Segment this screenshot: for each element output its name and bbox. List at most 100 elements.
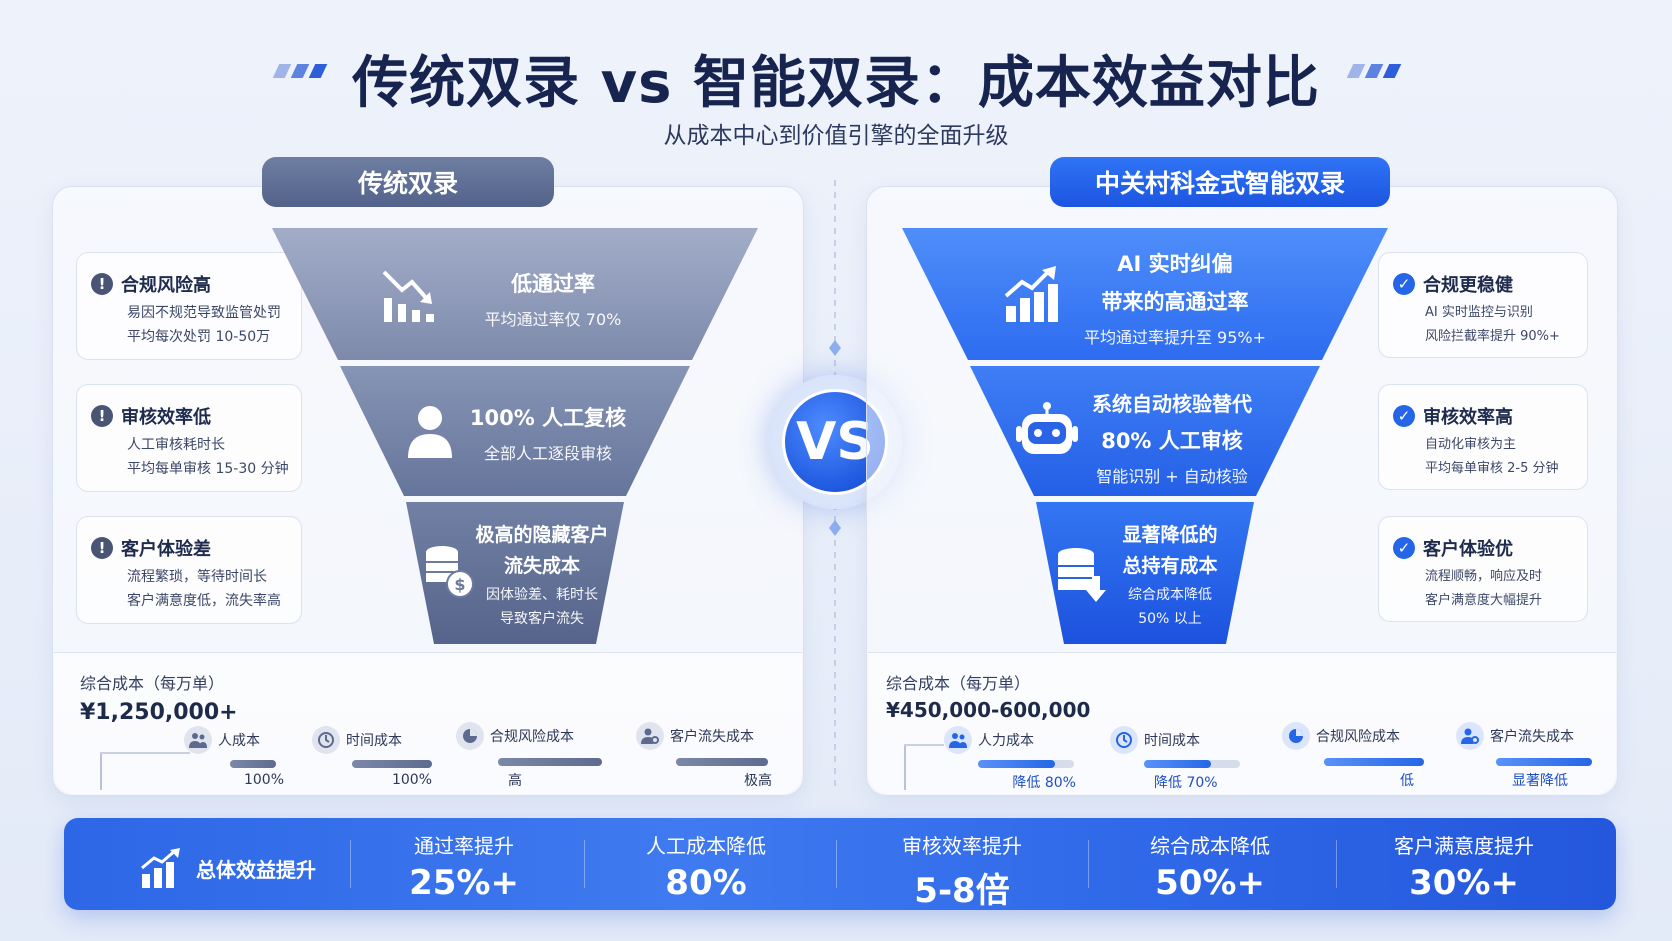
right-cost-item-1: 人力成本 降低 80% [944, 726, 1076, 792]
funnel-main: 100% 人工复核 [469, 406, 627, 430]
card-title: 客户体验差 [121, 539, 211, 560]
people-icon [944, 726, 972, 754]
cost-bar [498, 758, 602, 766]
cost-item-value: 极高 [744, 773, 772, 789]
card-line: 客户满意度低，流失率高 [127, 593, 281, 609]
left-card-efficiency: !审核效率低 人工审核耗时长 平均每单审核 15-30 分钟 [76, 384, 302, 492]
summary-divider [1336, 840, 1337, 888]
cost-item-name: 人成本 [218, 733, 260, 749]
cost-bar [1324, 758, 1424, 766]
svg-text:$: $ [454, 575, 465, 594]
cost-item-value: 100% [391, 772, 432, 788]
funnel-layer-3 [1036, 502, 1254, 644]
funnel-sub: 平均通过率仅 70% [484, 310, 622, 329]
page-title: 传统双录 vs 智能双录：成本效益对比 [352, 51, 1320, 116]
card-line: 流程顺畅，响应及时 [1425, 569, 1543, 584]
funnel-sub: 平均通过率提升至 95%+ [1083, 328, 1267, 347]
metric-satisfaction: 客户满意度提升 30%+ [1354, 830, 1574, 903]
right-card-compliance: ✓合规更稳健 AI 实时监控与识别 风险拦截率提升 90%+ [1378, 252, 1588, 358]
pie-icon [1282, 722, 1310, 750]
cost-item-name: 人力成本 [978, 733, 1034, 749]
cost-value: ¥1,250,000+ [80, 700, 238, 725]
metric-value: 30%+ [1409, 863, 1519, 903]
clock-icon [312, 726, 340, 754]
left-cost-panel [54, 652, 802, 794]
card-line: 人工审核耗时长 [127, 437, 225, 453]
exclamation-icon: ! [91, 537, 113, 559]
right-card-efficiency: ✓审核效率高 自动化审核为主 平均每单审核 2-5 分钟 [1378, 384, 1588, 490]
cost-item-value: 降低 80% [1012, 775, 1076, 791]
metric-labor-cost: 人工成本降低 80% [596, 830, 816, 903]
right-cost-item-3: 合规风险成本 低 [1282, 722, 1432, 790]
metric-review-efficiency: 审核效率提升 5-8倍 [852, 830, 1072, 912]
right-cost-item-4: 客户流失成本 显著降低 [1456, 722, 1596, 790]
right-funnel-text-2: 系统自动核验替代 80% 人工审核 智能识别 + 自动核验 [1072, 388, 1272, 487]
funnel-main: AI 实时纠偏 [1117, 252, 1233, 276]
funnel-sub: 全部人工逐段审核 [483, 444, 612, 463]
metric-value: 5-8倍 [914, 871, 1010, 911]
left-cost-item-1: 人成本 100% [184, 726, 284, 788]
check-icon: ✓ [1393, 537, 1415, 559]
funnel-layer-2 [340, 366, 690, 496]
funnel-sub: 导致客户流失 [500, 611, 584, 627]
person-icon [408, 406, 452, 458]
right-funnel-text-1: AI 实时纠偏 带来的高通过率 平均通过率提升至 95%+ [1060, 248, 1290, 348]
metric-value: 80% [665, 863, 747, 903]
cost-connector-h [904, 744, 944, 746]
vs-diamond-top [829, 340, 841, 356]
cost-bar [978, 760, 1074, 768]
cost-bar [1496, 758, 1592, 766]
card-line: 流程繁琐，等待时间长 [127, 569, 267, 585]
check-icon: ✓ [1393, 273, 1415, 295]
left-card-compliance: !合规风险高 易因不规范导致监管处罚 平均每次处罚 10-50万 [76, 252, 302, 360]
funnel-main: 带来的高通过率 [1101, 290, 1249, 314]
cost-bar [676, 758, 768, 766]
cost-item-value: 降低 70% [1154, 775, 1218, 791]
summary-divider [1088, 840, 1089, 888]
card-line: 平均每单审核 2-5 分钟 [1425, 461, 1559, 476]
card-title: 客户体验优 [1423, 539, 1513, 560]
funnel-layer-3 [406, 502, 624, 644]
chart-up-icon [1004, 266, 1058, 322]
left-funnel-text-1: 低通过率 平均通过率仅 70% [448, 268, 658, 330]
funnel-layer-1 [272, 228, 758, 360]
left-cost-item-4: 客户流失成本 极高 [636, 722, 772, 790]
cost-label: 综合成本（每万单） [886, 674, 1031, 693]
funnel-main: 显著降低的 [1122, 524, 1218, 546]
left-tab: 传统双录 [262, 157, 554, 207]
growth-chart-icon [141, 848, 180, 888]
cost-connector [904, 744, 906, 790]
card-line: 平均每次处罚 10-50万 [127, 329, 271, 345]
cost-item-name: 时间成本 [1144, 733, 1200, 749]
funnel-sub: 智能识别 + 自动核验 [1096, 467, 1248, 486]
card-title: 合规更稳健 [1423, 275, 1513, 296]
cost-connector [100, 752, 102, 790]
cost-item-value: 高 [508, 773, 522, 789]
right-funnel [902, 228, 1388, 644]
summary-headline-block: 总体效益提升 [140, 848, 316, 888]
funnel-main: 80% 人工审核 [1101, 429, 1243, 453]
cost-connector-h [100, 752, 190, 754]
user-gear-icon [1456, 722, 1484, 750]
coins-icon: $ [426, 546, 474, 598]
left-funnel-text-2: 100% 人工复核 全部人工逐段审核 [448, 402, 648, 464]
summary-divider [584, 840, 585, 888]
summary-divider [836, 840, 837, 888]
card-line: 平均每单审核 15-30 分钟 [127, 461, 289, 477]
metric-label: 人工成本降低 [646, 834, 766, 858]
metric-label: 客户满意度提升 [1394, 834, 1534, 858]
exclamation-icon: ! [91, 273, 113, 295]
right-card-experience: ✓客户体验优 流程顺畅，响应及时 客户满意度大幅提升 [1378, 516, 1588, 622]
funnel-sub: 因体验差、耗时长 [486, 587, 598, 603]
right-tab: 中关村科金式智能双录 [1050, 157, 1390, 207]
left-funnel-text-3: 极高的隐藏客户 流失成本 因体验差、耗时长 导致客户流失 [462, 520, 622, 628]
funnel-main: 系统自动核验替代 [1092, 392, 1252, 416]
cost-item-name: 合规风险成本 [490, 729, 574, 745]
summary-bar [64, 818, 1616, 910]
vs-diamond-bottom [829, 520, 841, 536]
funnel-layer-2 [970, 366, 1320, 496]
funnel-layer-1 [902, 228, 1388, 360]
card-line: AI 实时监控与识别 [1425, 305, 1533, 320]
chart-down-icon [382, 270, 434, 322]
pie-icon [456, 722, 484, 750]
